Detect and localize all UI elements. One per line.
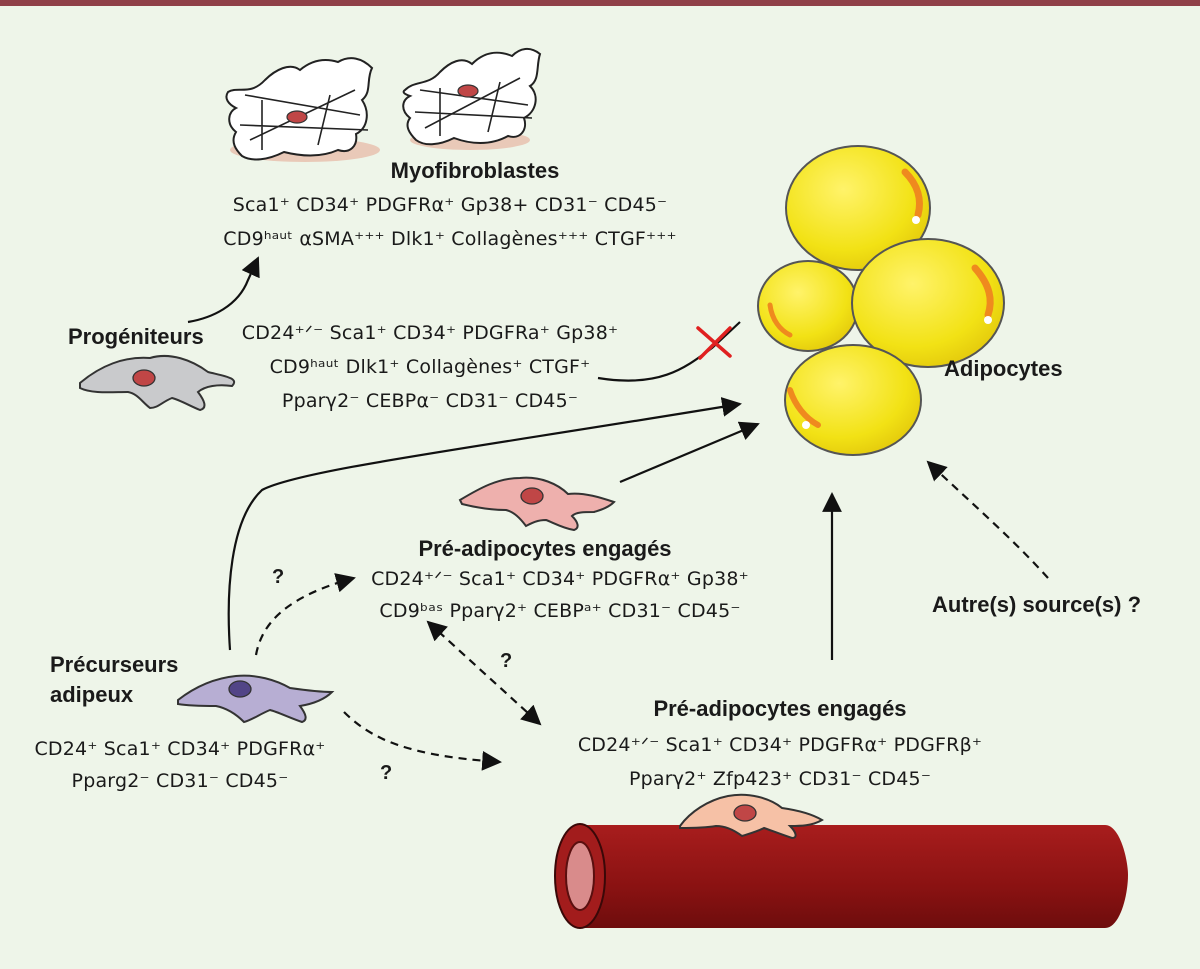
preadipocyte-cell-on-vessel bbox=[679, 793, 824, 840]
adipocyte-cluster bbox=[757, 145, 1005, 456]
arrow-preadipocyte-top-to-adipocytes bbox=[619, 421, 760, 484]
precursors-title-line1: Précurseurs bbox=[50, 652, 179, 677]
question-mark-2: ? bbox=[500, 650, 513, 672]
myofibroblasts-markers-line1: Sca1⁺ CD34⁺ PDGFRα⁺ Gp38+ CD31⁻ CD45⁻ bbox=[232, 194, 668, 216]
question-mark-1: ? bbox=[272, 566, 285, 588]
preadipocytes-bottom-markers-line2: Pparγ2⁺ Zfp423⁺ CD31⁻ CD45⁻ bbox=[628, 768, 932, 790]
progenitor-cell bbox=[79, 354, 235, 412]
preadipocytes-top-markers-line2: CD9ᵇᵃˢ Pparγ2⁺ CEBPᵃ⁺ CD31⁻ CD45⁻ bbox=[379, 600, 741, 622]
dashed-arrow-precursor-to-preadipocyte-top bbox=[254, 573, 356, 656]
dashed-arrow-precursor-to-preadipocyte-bottom bbox=[343, 711, 502, 771]
precursors-markers-line2: Pparg2⁻ CD31⁻ CD45⁻ bbox=[71, 770, 289, 792]
progenitors-markers-line1: CD24⁺ᐟ⁻ Sca1⁺ CD34⁺ PDGFRa⁺ Gp38⁺ bbox=[241, 322, 619, 344]
progenitors-markers-line2: CD9ʰᵃᵘᵗ Dlk1⁺ Collagènes⁺ CTGF⁺ bbox=[269, 356, 591, 378]
top-bar bbox=[0, 0, 1200, 6]
adipocytes-title: Adipocytes bbox=[944, 356, 1063, 381]
precursors-markers-line1: CD24⁺ Sca1⁺ CD34⁺ PDGFRα⁺ bbox=[34, 738, 326, 760]
inhibition-cross-icon bbox=[696, 326, 732, 360]
precursor-cell bbox=[177, 674, 335, 724]
preadipocytes-top-title: Pré-adipocytes engagés bbox=[418, 536, 672, 561]
myofibroblast-cell-right bbox=[402, 48, 542, 150]
blood-vessel bbox=[554, 823, 1128, 929]
question-mark-3: ? bbox=[380, 762, 393, 784]
arrow-progenitor-to-myofibroblast bbox=[187, 256, 260, 324]
myofibroblast-cell-left bbox=[225, 57, 380, 162]
preadipocytes-top-markers-line1: CD24⁺ᐟ⁻ Sca1⁺ CD34⁺ PDGFRα⁺ Gp38⁺ bbox=[371, 568, 749, 590]
dashed-bidirectional-arrow-preadipocytes bbox=[426, 620, 542, 726]
progenitors-markers-line3: Pparγ2⁻ CEBPα⁻ CD31⁻ CD45⁻ bbox=[281, 390, 579, 412]
myofibroblasts-markers-line2: CD9ʰᵃᵘᵗ αSMA⁺⁺⁺ Dlk1⁺ Collagènes⁺⁺⁺ CTGF… bbox=[223, 228, 677, 250]
arrow-precursor-to-adipocytes bbox=[227, 397, 742, 651]
preadipocytes-bottom-title: Pré-adipocytes engagés bbox=[653, 696, 907, 721]
preadipocytes-bottom-markers-line1: CD24⁺ᐟ⁻ Sca1⁺ CD34⁺ PDGFRα⁺ PDGFRβ⁺ bbox=[577, 734, 983, 756]
progenitors-title: Progéniteurs bbox=[68, 324, 204, 349]
other-sources-label: Autre(s) source(s) ? bbox=[932, 592, 1142, 617]
myofibroblasts-title: Myofibroblastes bbox=[390, 158, 560, 183]
preadipocyte-cell-top bbox=[458, 476, 616, 532]
precursors-title-line2: adipeux bbox=[50, 682, 134, 707]
dashed-arrow-other-sources-to-adipocytes bbox=[926, 460, 1049, 579]
